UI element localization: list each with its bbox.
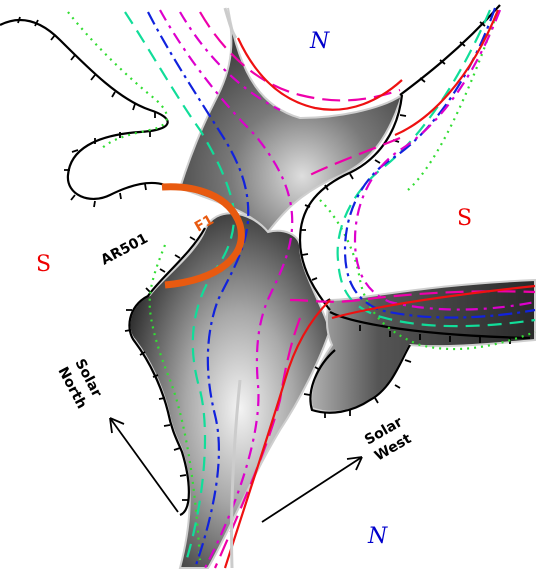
direction-arrows — [109, 417, 363, 523]
blue-dashdot-lines — [147, 7, 536, 569]
right-boundary — [309, 311, 531, 414]
south-label-right: S — [457, 206, 472, 231]
solar-north-arrow — [109, 417, 179, 513]
upper-right-boundary — [298, 94, 404, 311]
separator-surfaces — [128, 7, 536, 569]
north-label-top: N — [309, 29, 330, 54]
grey-outer-lines — [223, 7, 242, 569]
region-label: AR501 — [98, 231, 150, 269]
top-right-boundary — [399, 4, 501, 96]
upper-surface — [178, 7, 404, 234]
solar-north-arrow-head — [109, 417, 125, 434]
solar-west-arrow — [261, 456, 363, 523]
magenta-dashed-lines — [199, 11, 536, 569]
red-solid-lines — [223, 9, 536, 569]
left-boundary-curve — [0, 18, 169, 200]
central-surface — [128, 212, 332, 569]
filament-f1 — [161, 183, 245, 289]
magenta-dashdot-lines — [159, 9, 536, 569]
solar-west-arrow-head — [346, 456, 363, 471]
boundary-ticks — [17, 16, 511, 501]
field-lines — [67, 7, 536, 569]
teal-dashed-lines — [124, 9, 536, 566]
ar501-boundary — [128, 227, 206, 517]
north-label-bottom: N — [367, 524, 388, 549]
green-dotted-lines — [67, 9, 536, 561]
south-label-left: S — [36, 252, 51, 277]
